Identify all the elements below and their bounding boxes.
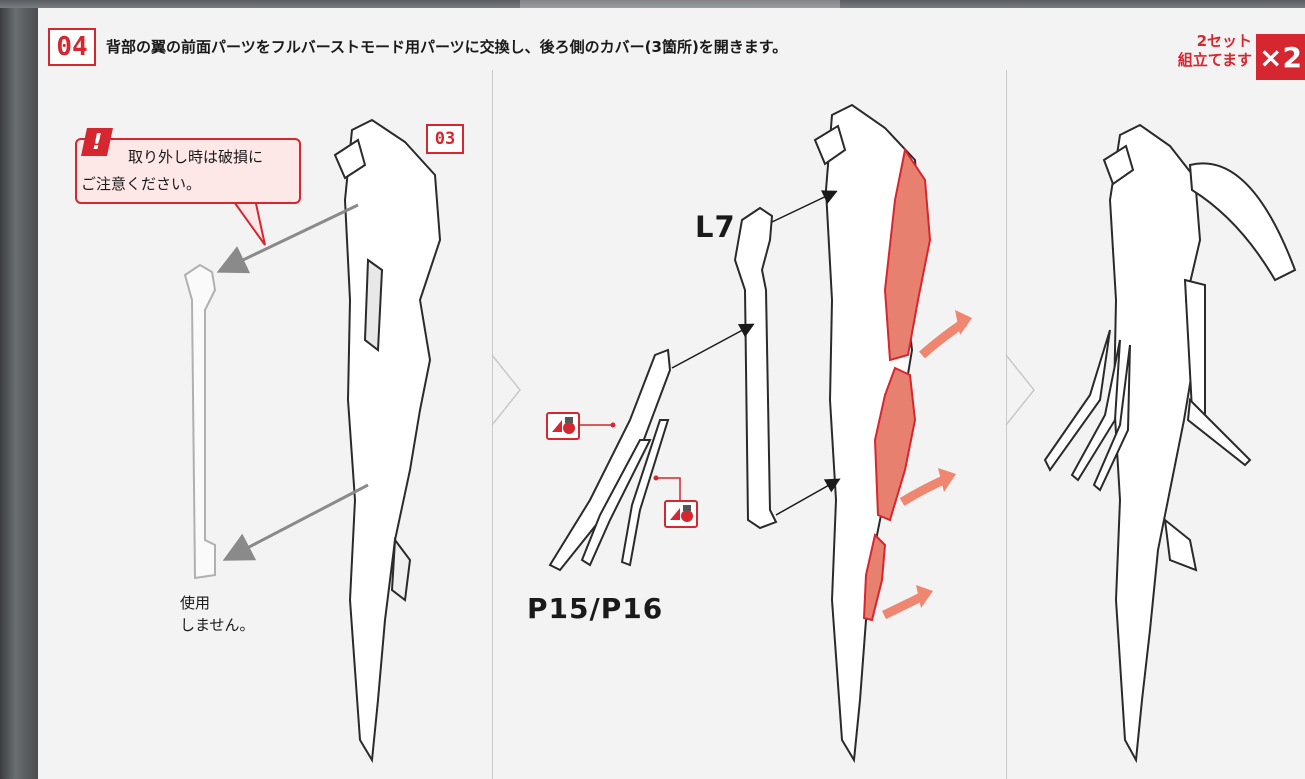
removal-arrow-top (216, 203, 359, 274)
panel-chevron-1 (491, 354, 521, 426)
part-label-p15-p16: P15/P16 (527, 592, 664, 625)
multiplier-badge: ×2 (1256, 34, 1305, 80)
cover-highlight-3 (862, 533, 887, 622)
set-count-line1: 2セット (1196, 32, 1252, 50)
unused-note-line2: しません。 (180, 616, 255, 634)
set-count-text: 2セット 組立てます (1150, 32, 1252, 70)
cover-highlight-1 (883, 147, 932, 362)
cover-highlight-group (862, 147, 932, 622)
unused-note-line1: 使用 (180, 594, 211, 612)
header-stripe (520, 0, 840, 8)
open-arrow-2 (899, 473, 950, 506)
reference-step-badge: 03 (426, 124, 464, 154)
part-l7 (733, 206, 778, 530)
warning-text-line2: ご注意ください。 (81, 175, 202, 193)
warning-text-line1: 取り外し時は破損に (128, 148, 264, 166)
cutter-icon (546, 412, 580, 440)
removal-arrow-bottom (222, 483, 369, 561)
attach-arrow-l7-top (771, 190, 838, 223)
set-count-line2: 組立てます (1177, 51, 1252, 69)
page-border-top (0, 0, 1305, 8)
open-arrow-3-head (916, 585, 933, 608)
attach-arrow-p15 (671, 323, 755, 369)
page-border-left (0, 0, 38, 779)
unused-note: 使用 しません。 (180, 592, 255, 636)
step-number-badge: 04 (48, 28, 96, 66)
part-label-l7: L7 (695, 210, 736, 244)
open-arrow-2-head (938, 468, 956, 492)
cutter-leader-2 (657, 477, 681, 510)
step-instruction: 背部の翼の前面パーツをフルバーストモード用パーツに交換し、後ろ側のカバー(3箇所… (106, 38, 788, 56)
part-p15-p16 (548, 348, 672, 572)
cutter-icon (664, 500, 698, 528)
wing-part-panel3 (1043, 123, 1297, 764)
warning-bubble-tail (230, 198, 266, 246)
open-arrow-1-head (955, 310, 972, 335)
wing-part-panel1 (333, 118, 442, 764)
panel-chevron-2 (1005, 354, 1035, 426)
warning-callout (75, 138, 301, 204)
attach-arrow-l7-bottom (775, 478, 841, 516)
cover-highlight-2 (873, 366, 917, 522)
front-part-removed (183, 263, 217, 580)
